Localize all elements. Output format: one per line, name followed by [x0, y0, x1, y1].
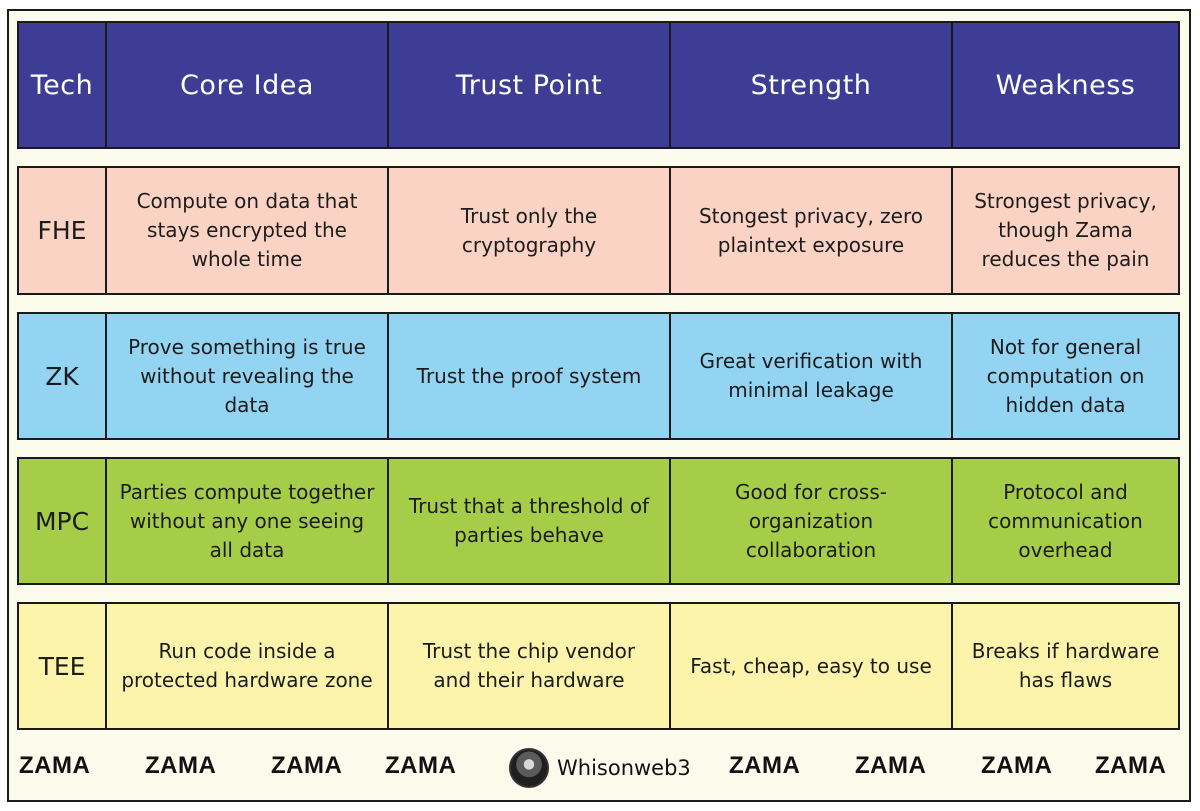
weakness-cell: Strongest privacy, though Zama reduces t…	[974, 189, 1157, 271]
table-row-zk: ZK Prove something is true without revea…	[17, 312, 1180, 440]
author-badge: Whisonweb3	[509, 745, 691, 791]
tech-label: MPC	[19, 459, 107, 583]
zama-logo: ZAMA	[145, 752, 217, 779]
strength-cell: Stongest privacy, zero plaintext exposur…	[671, 168, 953, 293]
header-tech: Tech	[19, 23, 107, 147]
table-row-mpc: MPC Parties compute together without any…	[17, 457, 1180, 585]
weakness-cell: Protocol and communication overhead	[988, 479, 1143, 562]
table-row-tee: TEE Run code inside a protected hardware…	[17, 602, 1180, 730]
zama-logo: ZAMA	[271, 752, 343, 779]
zama-logo: ZAMA	[981, 752, 1053, 779]
zama-logo: ZAMA	[1095, 752, 1167, 779]
zama-logo: ZAMA	[385, 752, 457, 779]
table-row-fhe: FHE Compute on data that stays encrypted…	[17, 166, 1180, 295]
author-handle: Whisonweb3	[557, 756, 691, 780]
zama-logo: ZAMA	[855, 752, 927, 779]
core-idea-cell: Parties compute together without any one…	[107, 459, 389, 583]
table-header-row: Tech Core Idea Trust Point Strength Weak…	[17, 21, 1180, 149]
trust-point-cell: Trust the chip vendor and their hardware	[389, 604, 671, 728]
strength-cell: Fast, cheap, easy to use	[671, 604, 953, 728]
trust-point-cell: Trust only the cryptography	[389, 168, 671, 293]
header-core-idea: Core Idea	[107, 23, 389, 147]
tech-label: FHE	[19, 168, 107, 293]
footer-watermark: ZAMA ZAMA ZAMA ZAMA Whisonweb3 ZAMA ZAMA…	[9, 744, 1189, 792]
core-idea-cell: Compute on data that stays encrypted the…	[107, 168, 389, 293]
weakness-cell: Not for general computation on hidden da…	[986, 334, 1145, 417]
zama-logo: ZAMA	[19, 752, 91, 779]
header-weakness: Weakness	[995, 69, 1136, 101]
core-idea-cell: Prove something is true without revealin…	[107, 314, 389, 438]
weakness-cell: Breaks if hardware has flaws	[971, 639, 1160, 692]
header-strength: Strength	[671, 23, 953, 147]
avatar	[509, 748, 549, 788]
core-idea-cell: Run code inside a protected hardware zon…	[107, 604, 389, 728]
header-trust-point: Trust Point	[389, 23, 671, 147]
trust-point-cell: Trust the proof system	[389, 314, 671, 438]
zama-logo: ZAMA	[729, 752, 801, 779]
trust-point-cell: Trust that a threshold of parties behave	[389, 459, 671, 583]
strength-cell: Good for cross-organization collaboratio…	[671, 459, 953, 583]
tech-label: TEE	[19, 604, 107, 728]
strength-cell: Great verification with minimal leakage	[671, 314, 953, 438]
tech-label: ZK	[19, 314, 107, 438]
